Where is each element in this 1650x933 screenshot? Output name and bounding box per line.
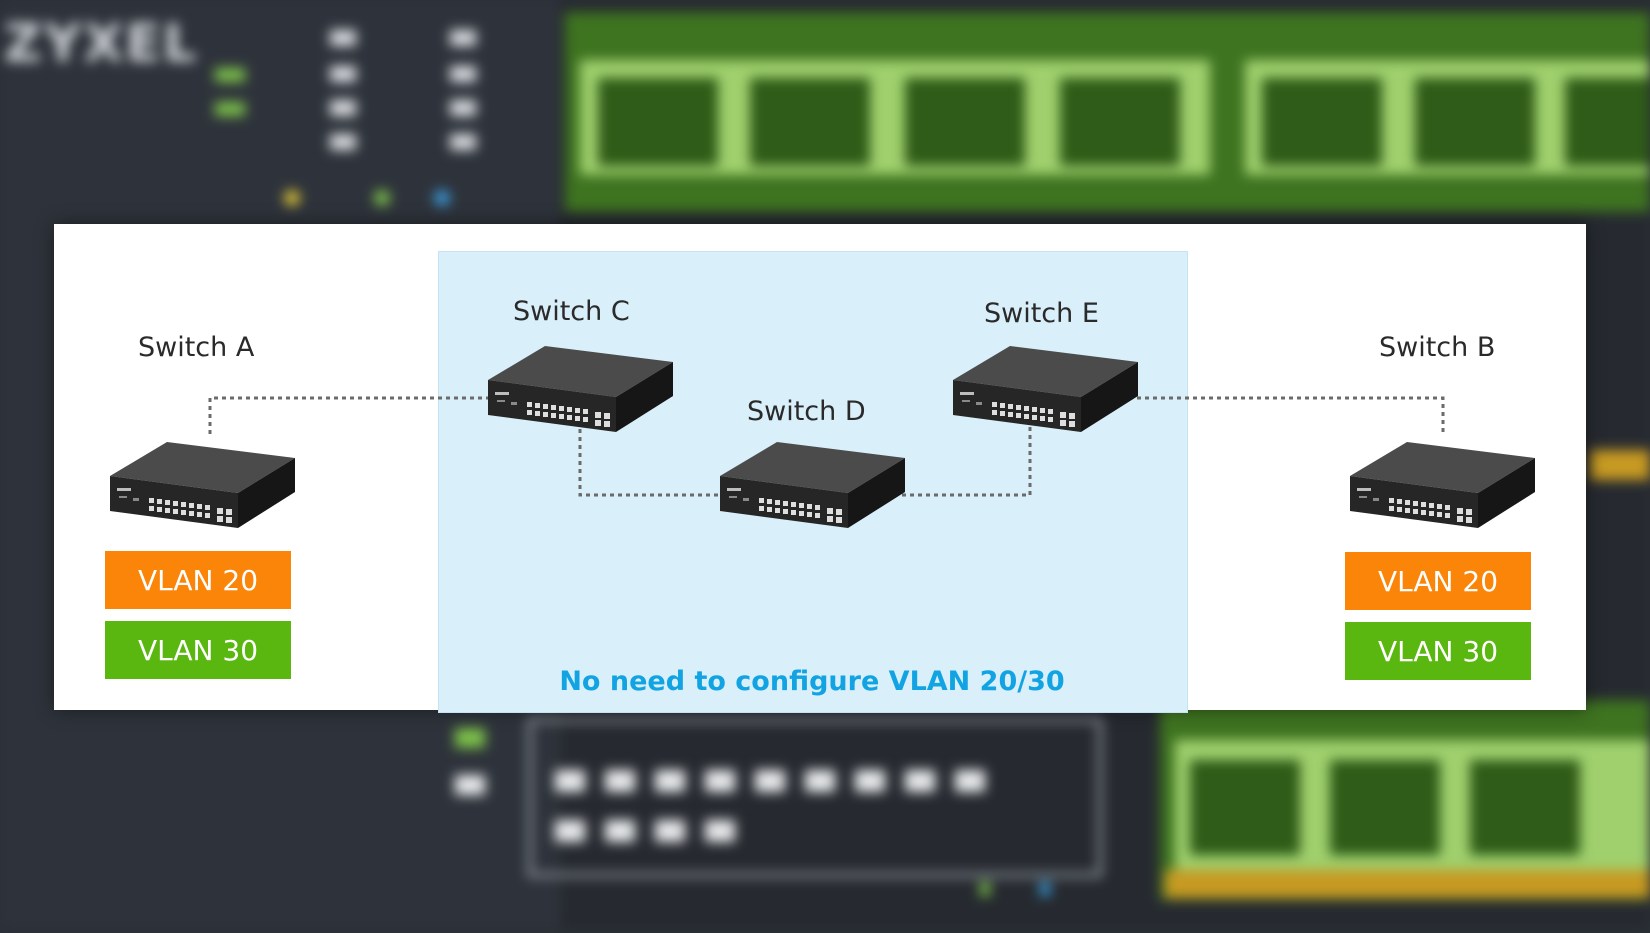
vlan-diagram-panel: Switch A VLAN 20 VLAN 30 Switch C Switch… — [54, 224, 1586, 713]
link-lines — [208, 396, 1445, 497]
switch-c-label: Switch C — [513, 296, 630, 327]
switch-c-icon — [485, 344, 675, 440]
link-switch-d-to-switch-e — [894, 421, 1032, 497]
switch-e-label: Switch E — [984, 298, 1099, 329]
switch-a-vlan-30-tag: VLAN 30 — [105, 621, 291, 679]
no-config-note: No need to configure VLAN 20/30 — [559, 666, 1065, 697]
switch-a-vlan-20-tag: VLAN 20 — [105, 551, 291, 609]
link-switch-c-to-switch-d — [578, 421, 722, 497]
link-switch-e-to-switch-b — [1129, 396, 1445, 434]
switch-b-icon — [1347, 440, 1537, 536]
switch-d-label: Switch D — [747, 396, 866, 427]
background-brand-logo: ZYXEL — [4, 14, 199, 74]
switch-b-label: Switch B — [1379, 332, 1496, 363]
link-switch-a-to-switch-c — [208, 396, 488, 434]
switch-a-icon — [107, 440, 297, 536]
switch-e-icon — [950, 344, 1140, 440]
switch-a-label: Switch A — [138, 332, 255, 363]
switch-d-icon — [717, 440, 907, 536]
switch-b-vlan-30-tag: VLAN 30 — [1345, 622, 1531, 680]
switch-b-vlan-20-tag: VLAN 20 — [1345, 552, 1531, 610]
